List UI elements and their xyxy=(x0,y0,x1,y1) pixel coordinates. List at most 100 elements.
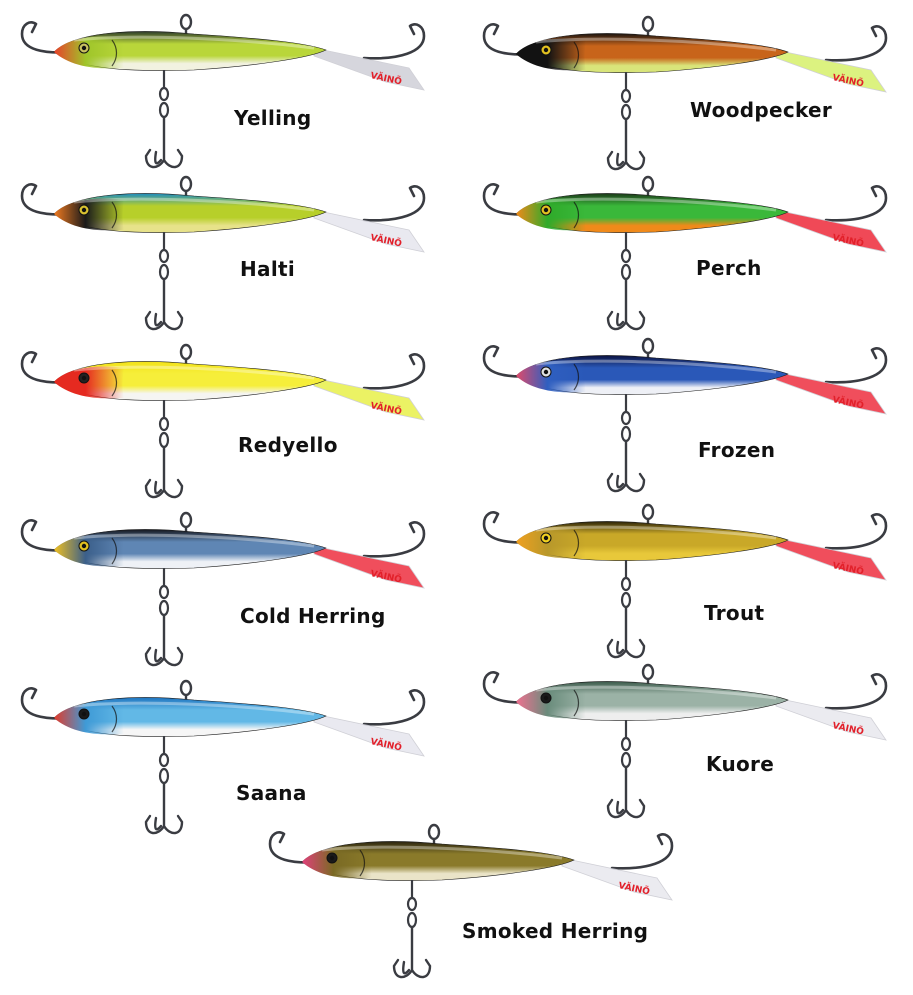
line-eyelet-icon xyxy=(641,663,655,681)
tail-fin-icon xyxy=(775,697,887,741)
lure-label-redyello: Redyello xyxy=(238,433,338,457)
tail-fin-icon xyxy=(775,49,887,93)
snap-ring-icon xyxy=(158,86,170,102)
rear-hook-icon xyxy=(362,521,426,558)
gill-line xyxy=(573,41,580,69)
lure-label-cold-herring: Cold Herring xyxy=(240,604,386,628)
treble-eye-icon xyxy=(620,263,632,281)
line-eyelet-icon xyxy=(427,823,441,841)
treble-hook-icon xyxy=(606,605,646,659)
front-hook-icon xyxy=(268,831,322,864)
line-eyelet-icon xyxy=(179,175,193,193)
line-eyelet-icon xyxy=(641,15,655,33)
snap-ring-icon xyxy=(620,88,632,104)
lure-smoked-herring: VÄINÖ xyxy=(262,820,682,995)
lure-head xyxy=(54,534,124,567)
line-eyelet-icon xyxy=(179,343,193,361)
front-hook-icon xyxy=(20,351,74,384)
gill-line xyxy=(111,39,118,67)
front-hook-icon xyxy=(20,687,74,720)
treble-hook-icon xyxy=(606,277,646,331)
snap-ring-icon xyxy=(620,248,632,264)
tail-fin-icon xyxy=(313,47,425,91)
snap-ring-icon xyxy=(158,752,170,768)
treble-eye-icon xyxy=(158,767,170,785)
snap-ring-icon xyxy=(158,584,170,600)
snap-ring-icon xyxy=(158,416,170,432)
line-eyelet-icon xyxy=(179,13,193,31)
treble-eye-icon xyxy=(620,425,632,443)
front-hook-icon xyxy=(20,21,74,54)
lure-head xyxy=(302,846,372,879)
treble-hook-icon xyxy=(144,445,184,499)
front-hook-icon xyxy=(482,511,536,544)
line-eyelet-icon xyxy=(179,511,193,529)
gill-line xyxy=(359,849,366,877)
treble-eye-icon xyxy=(158,263,170,281)
treble-hook-icon xyxy=(392,925,432,979)
gill-line xyxy=(111,201,118,229)
lure-redyello: VÄINÖ xyxy=(14,340,434,515)
lure-label-yelling: Yelling xyxy=(234,106,312,130)
rear-hook-icon xyxy=(824,673,888,710)
treble-hook-icon xyxy=(144,613,184,667)
lure-label-trout: Trout xyxy=(704,601,765,625)
lure-head xyxy=(516,360,586,393)
lure-frozen: VÄINÖ xyxy=(476,334,896,509)
lure-halti: VÄINÖ xyxy=(14,172,434,347)
treble-hook-icon xyxy=(606,439,646,493)
treble-hook-icon xyxy=(144,277,184,331)
line-eyelet-icon xyxy=(641,503,655,521)
front-hook-icon xyxy=(20,519,74,552)
lure-kuore: VÄINÖ xyxy=(476,660,896,835)
rear-hook-icon xyxy=(824,185,888,222)
snap-ring-icon xyxy=(620,410,632,426)
treble-eye-icon xyxy=(620,591,632,609)
front-hook-icon xyxy=(482,183,536,216)
lure-perch: VÄINÖ xyxy=(476,172,896,347)
line-eyelet-icon xyxy=(641,337,655,355)
treble-eye-icon xyxy=(620,751,632,769)
lure-head xyxy=(54,198,124,231)
lure-cold-herring: VÄINÖ xyxy=(14,508,434,683)
lure-head xyxy=(516,38,586,71)
rear-hook-icon xyxy=(362,689,426,726)
front-hook-icon xyxy=(482,345,536,378)
lure-head xyxy=(516,686,586,719)
front-hook-icon xyxy=(482,671,536,704)
gill-line xyxy=(573,689,580,717)
rear-hook-icon xyxy=(610,833,674,870)
gill-line xyxy=(573,201,580,229)
treble-eye-icon xyxy=(406,911,418,929)
tail-fin-icon xyxy=(313,377,425,421)
front-hook-icon xyxy=(20,183,74,216)
lure-yelling: VÄINÖ xyxy=(14,10,434,185)
rear-hook-icon xyxy=(362,353,426,390)
lure-label-saana: Saana xyxy=(236,781,307,805)
lure-label-perch: Perch xyxy=(696,256,762,280)
rear-hook-icon xyxy=(362,23,426,60)
treble-hook-icon xyxy=(606,765,646,819)
treble-hook-icon xyxy=(144,781,184,835)
line-eyelet-icon xyxy=(179,679,193,697)
line-eyelet-icon xyxy=(641,175,655,193)
tail-fin-icon xyxy=(775,371,887,415)
tail-fin-icon xyxy=(313,209,425,253)
lure-head xyxy=(54,366,124,399)
tail-fin-icon xyxy=(775,537,887,581)
treble-eye-icon xyxy=(158,101,170,119)
gill-line xyxy=(111,537,118,565)
snap-ring-icon xyxy=(620,576,632,592)
snap-ring-icon xyxy=(620,736,632,752)
gill-line xyxy=(573,529,580,557)
gill-line xyxy=(111,705,118,733)
rear-hook-icon xyxy=(362,185,426,222)
lure-head xyxy=(54,36,124,69)
front-hook-icon xyxy=(482,23,536,56)
snap-ring-icon xyxy=(158,248,170,264)
lure-label-smoked-herring: Smoked Herring xyxy=(462,919,649,943)
rear-hook-icon xyxy=(824,347,888,384)
treble-hook-icon xyxy=(606,117,646,171)
treble-eye-icon xyxy=(620,103,632,121)
